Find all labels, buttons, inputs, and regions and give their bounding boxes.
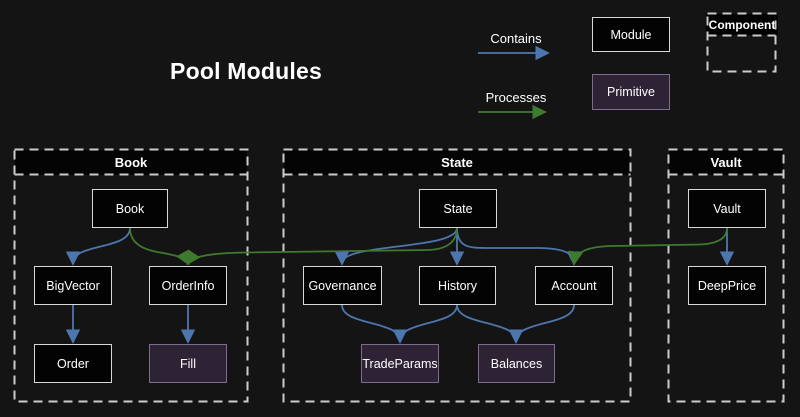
edge-history-tradeparams — [392, 304, 458, 344]
node-vault: Vault — [688, 189, 766, 228]
node-book: Book — [92, 189, 168, 228]
node-bigvector: BigVector — [34, 266, 112, 305]
legend-module-swatch: Module — [592, 17, 670, 52]
edge-governance-tradeparams — [341, 304, 408, 344]
edge-state-account — [456, 227, 582, 266]
node-deepprice: DeepPrice — [688, 266, 766, 305]
edge-history-balances — [456, 304, 524, 344]
node-account: Account — [535, 266, 613, 305]
edge-book-orderinfo — [129, 227, 190, 266]
edge-vault-account — [568, 227, 728, 266]
legend-primitive-swatch: Primitive — [592, 74, 670, 110]
legend-processes-label: Processes — [485, 90, 547, 105]
page-title: Pool Modules — [170, 58, 322, 84]
legend-contains-label: Contains — [490, 31, 542, 46]
edge-account-balances — [508, 304, 575, 344]
edge-book-bigvector — [65, 227, 131, 266]
node-state: State — [419, 189, 497, 228]
node-order: Order — [34, 344, 112, 383]
edge-state-governance — [334, 227, 458, 266]
node-governance: Governance — [303, 266, 382, 305]
node-balances: Balances — [478, 344, 555, 383]
edge-state-orderinfo — [186, 227, 458, 266]
node-history: History — [419, 266, 496, 305]
node-orderinfo: OrderInfo — [149, 266, 227, 305]
group-state-header: State — [284, 150, 630, 175]
group-vault-header: Vault — [669, 150, 783, 175]
node-fill: Fill — [149, 344, 227, 383]
group-book-header: Book — [15, 150, 247, 175]
legend-component-label: Component — [706, 14, 778, 35]
node-tradeparams: TradeParams — [361, 344, 439, 383]
